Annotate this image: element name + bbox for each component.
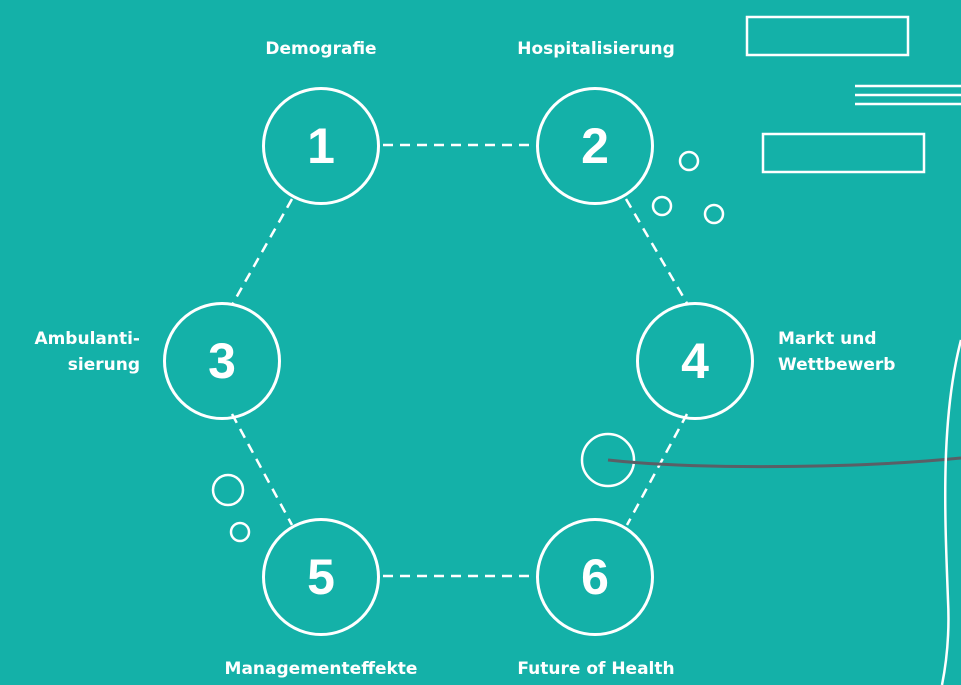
- node-1-circle[interactable]: 1: [262, 87, 380, 205]
- bubble-decoration: [703, 203, 725, 225]
- bubble-decoration: [580, 432, 636, 488]
- node-2-number: 2: [581, 118, 609, 174]
- node-1-label-line: Demografie: [265, 39, 377, 59]
- connector-2-4: [624, 198, 690, 306]
- node-1-label: Demografie: [221, 36, 421, 62]
- decorative-rectangle-middle: [761, 132, 926, 174]
- decorative-curve-outline: [940, 339, 961, 685]
- node-5-label: Managementeffekte: [191, 656, 451, 682]
- node-4-label-line-1: Markt und: [778, 329, 877, 349]
- node-3-number: 3: [208, 333, 236, 389]
- connector-3-5: [230, 413, 294, 526]
- node-5-number: 5: [307, 549, 335, 605]
- node-3-label-line-1: Ambulanti-: [34, 329, 140, 349]
- node-3-label: Ambulanti- sierung: [0, 326, 140, 378]
- bubble-decoration: [229, 521, 251, 543]
- node-6-circle[interactable]: 6: [536, 518, 654, 636]
- node-6-label-line: Future of Health: [517, 659, 675, 679]
- node-2-label-line: Hospitalisierung: [517, 39, 675, 59]
- node-3-label-line-2: sierung: [67, 355, 140, 375]
- connector-4-6: [625, 413, 689, 526]
- node-5-label-line: Managementeffekte: [224, 659, 418, 679]
- node-2-circle[interactable]: 2: [536, 87, 654, 205]
- node-4-label-line-2: Wettbewerb: [778, 355, 896, 375]
- node-2-label: Hospitalisierung: [481, 36, 711, 62]
- node-1-number: 1: [307, 118, 335, 174]
- node-3-circle[interactable]: 3: [163, 302, 281, 420]
- node-5-circle[interactable]: 5: [262, 518, 380, 636]
- node-4-label: Markt und Wettbewerb: [778, 326, 948, 378]
- node-4-number: 4: [681, 333, 709, 389]
- gray-connector-line: [607, 456, 961, 469]
- bubble-decoration: [651, 195, 673, 217]
- connector-1-3: [230, 198, 294, 306]
- node-6-number: 6: [581, 549, 609, 605]
- node-6-label: Future of Health: [481, 656, 711, 682]
- bubble-decoration: [678, 150, 700, 172]
- bubble-decoration: [211, 473, 245, 507]
- decorative-rectangle-top: [745, 15, 910, 57]
- node-4-circle[interactable]: 4: [636, 302, 754, 420]
